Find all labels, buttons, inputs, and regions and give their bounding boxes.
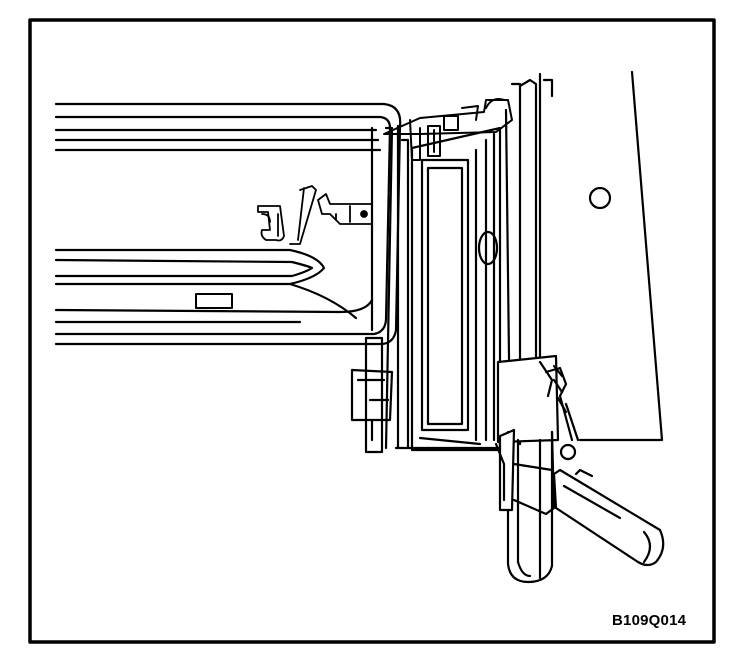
panel-slot [477, 230, 499, 266]
rail-tab [195, 293, 233, 309]
latch-assembly [496, 354, 580, 461]
figure-id-label: B109Q014 [612, 612, 687, 629]
lower-bracket [494, 428, 556, 584]
door-panel [394, 126, 502, 452]
lever-handle [552, 468, 665, 567]
vertical-track [350, 124, 410, 454]
pillar [504, 72, 554, 446]
top-bracket [383, 98, 513, 161]
outer-panel [578, 70, 664, 442]
